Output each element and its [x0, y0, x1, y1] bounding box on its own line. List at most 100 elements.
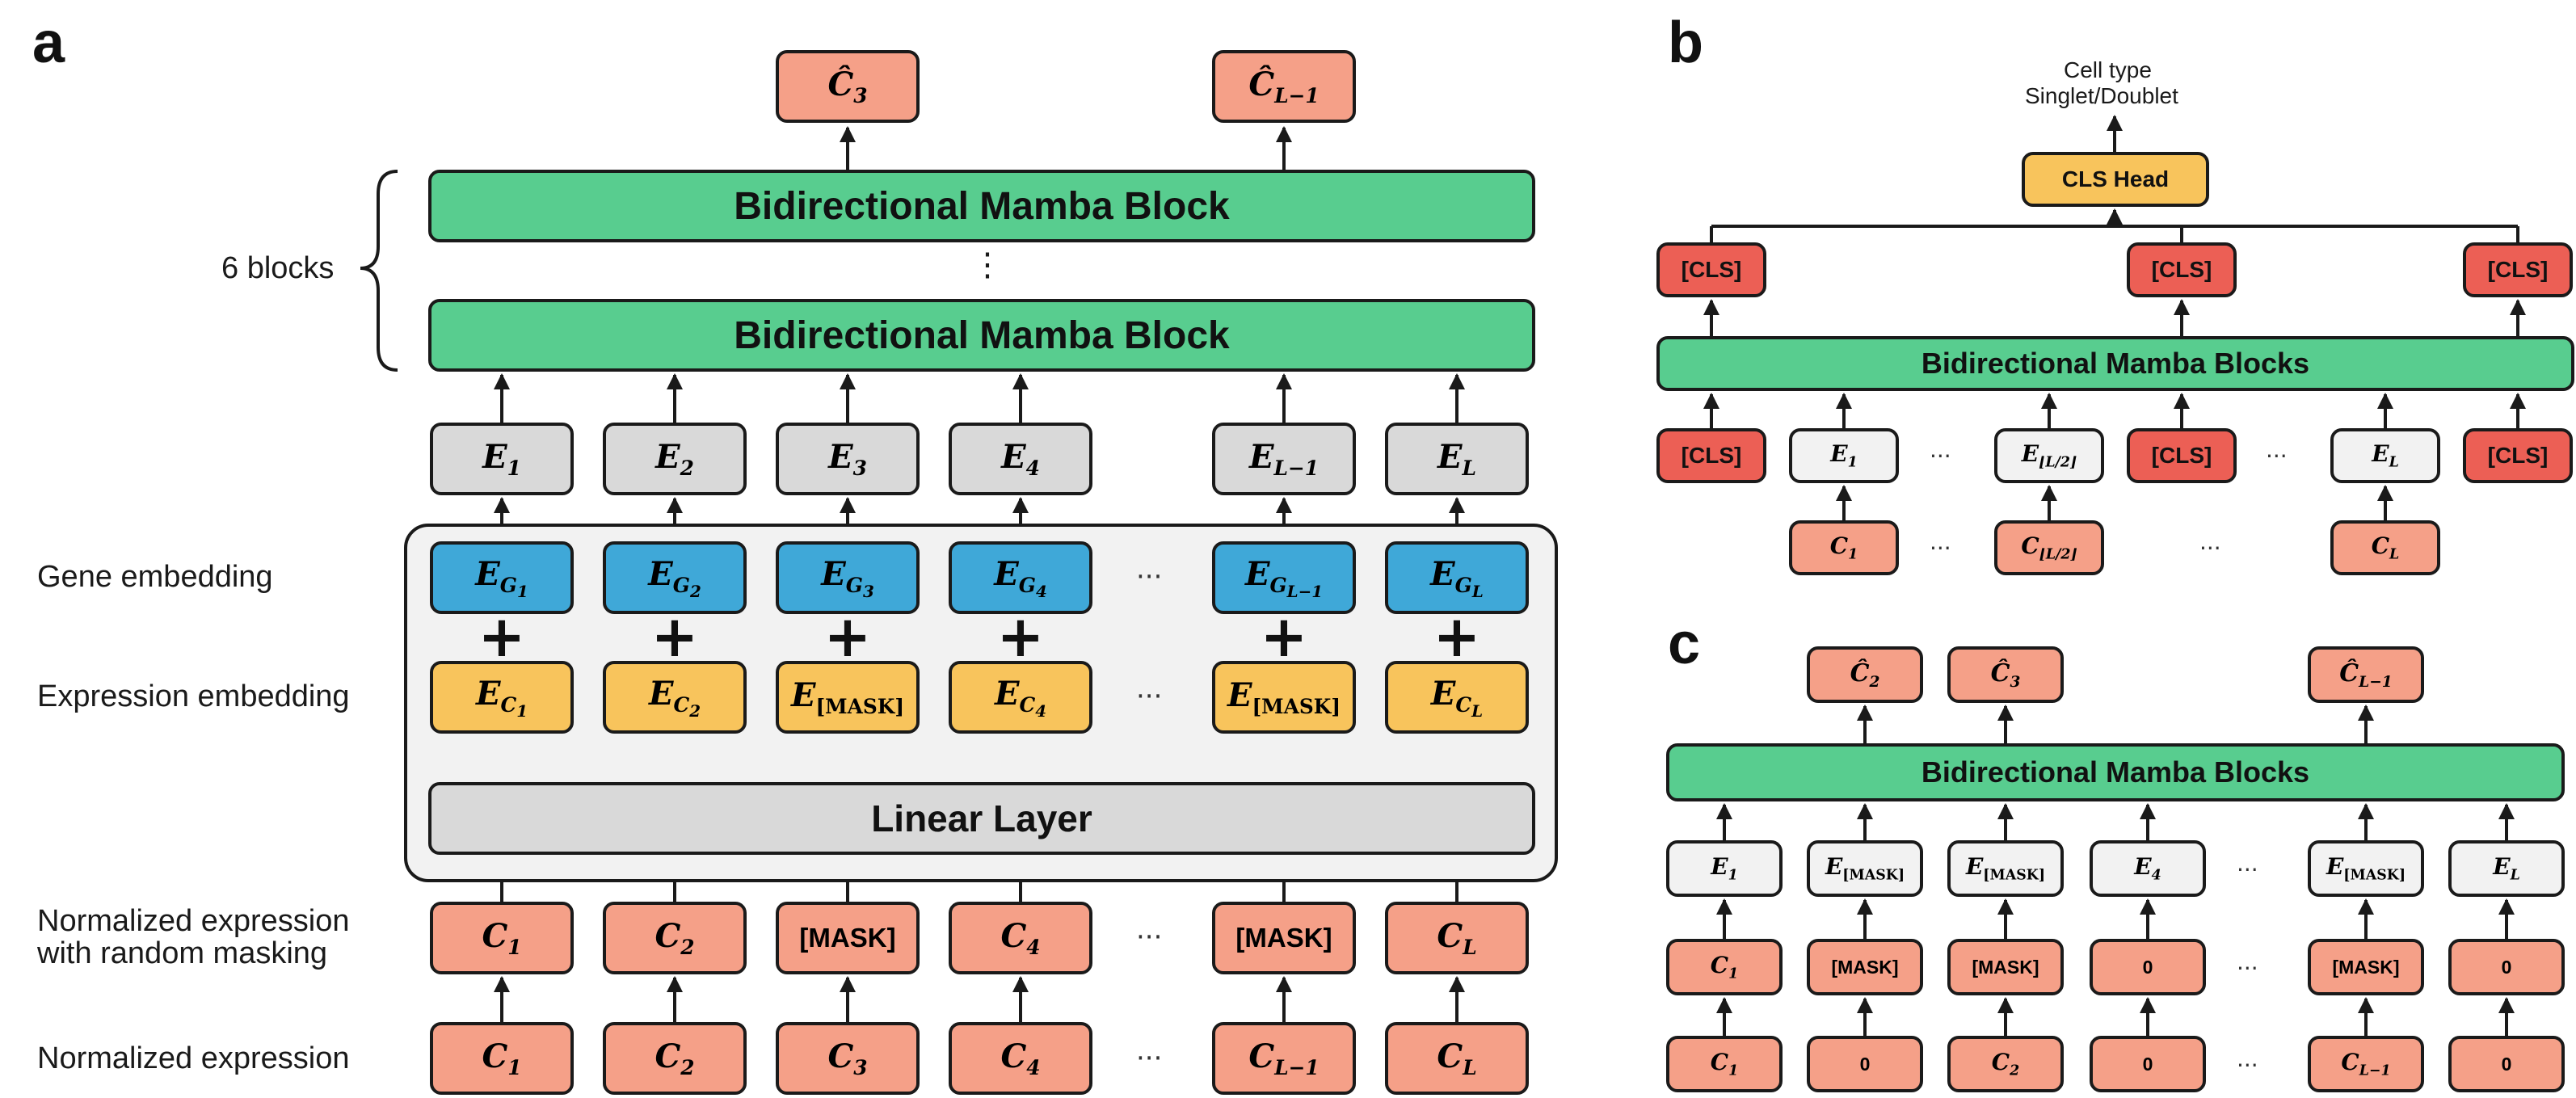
cls-output-token: [CLS]: [2127, 242, 2237, 297]
embedding-token-main: E: [1711, 853, 1728, 881]
output-token: ĈL−1: [2308, 646, 2424, 703]
input-token-main: C: [1710, 1049, 1729, 1076]
input-token-main: 0: [2142, 1053, 2153, 1075]
embedding-token: E3: [776, 423, 920, 495]
normalized-input-token-subscript: 2: [680, 1056, 695, 1079]
masked-input-token-main: [MASK]: [2332, 956, 2400, 978]
output-token: Ĉ3: [1947, 646, 2064, 703]
embedding-token-main: E: [655, 438, 680, 476]
embedding-token-symbol: EL: [2372, 440, 2399, 471]
expression-embedding-token-subscript: [MASK]: [815, 695, 905, 718]
input-token-subscript: 1: [1728, 1062, 1739, 1079]
output-token-symbol: Ĉ2: [1850, 659, 1880, 691]
masked-input-token-main: C: [1710, 952, 1729, 979]
input-token: CL−1: [2308, 1036, 2424, 1092]
panel-a-letter: a: [32, 11, 65, 75]
masked-input-token-main: C: [1000, 917, 1027, 955]
normalized-input-token-main: C: [1437, 1037, 1463, 1075]
expression-embedding-token-subscript: C4: [1019, 692, 1047, 721]
masked-input-token-symbol: [MASK]: [1235, 923, 1332, 953]
ellipsis: ···: [2237, 856, 2258, 883]
input-token: C⌊L/2⌋: [1994, 520, 2104, 575]
output-token-symbol: Ĉ3: [827, 65, 867, 107]
expression-embedding-token: EC1: [430, 661, 574, 734]
mamba-blocks-label: Bidirectional Mamba Blocks: [1921, 347, 2310, 380]
gene-embedding-token-symbol: EG2: [648, 555, 701, 601]
output-label-line1: Cell type: [2064, 57, 2152, 82]
ellipsis: ···: [1930, 443, 1951, 469]
embedding-token-subscript: L: [2510, 867, 2520, 884]
normalized-input-token-main: C: [1000, 1037, 1027, 1075]
ellipsis: ···: [2266, 443, 2288, 469]
masked-input-token-main: 0: [2142, 956, 2153, 978]
masked-input-token: [MASK]: [1947, 939, 2064, 995]
mamba-blocks: Bidirectional Mamba Blocks: [1666, 743, 2565, 801]
normalized-input-token-subscript: L−1: [1274, 1056, 1320, 1079]
ellipsis: ···: [2237, 1052, 2258, 1079]
mamba-block-top-label: Bidirectional Mamba Block: [734, 184, 1230, 228]
expression-embedding-token-subsubscript: 2: [689, 700, 701, 721]
input-token: 0: [2090, 1036, 2206, 1092]
masked-input-token: [MASK]: [1212, 902, 1356, 974]
masked-input-token-symbol: 0: [2143, 957, 2153, 978]
masked-input-token: 0: [2448, 939, 2565, 995]
masked-input-token-symbol: [MASK]: [799, 923, 895, 953]
gene-embedding-token: EG4: [949, 541, 1092, 614]
input-token-symbol: 0: [1860, 1054, 1871, 1075]
normalized-input-token-symbol: CL−1: [1248, 1037, 1319, 1079]
embedding-token: EL: [2330, 428, 2440, 483]
gene-embedding-token: EG1: [430, 541, 574, 614]
masked-input-token-symbol: C4: [1000, 917, 1040, 959]
masked-input-token: [MASK]: [776, 902, 920, 974]
gene-embedding-token: EGL: [1385, 541, 1529, 614]
embedding-token: E1: [1789, 428, 1899, 483]
plus-icon: +: [823, 604, 872, 670]
mamba-blocks-label: Bidirectional Mamba Blocks: [1921, 755, 2310, 789]
input-token: C1: [1666, 1036, 1783, 1092]
embedding-token-subscript: L: [1462, 456, 1476, 480]
gene-embedding-token-subscript: GL−1: [1269, 573, 1324, 601]
expression-embedding-token-subsubscript: L: [1471, 700, 1484, 721]
embedding-token-subscript: 2: [680, 456, 694, 480]
expression-embedding-token: E[MASK]: [1212, 661, 1356, 734]
input-token-subscript: 1: [1848, 546, 1858, 563]
masked-input-token: C1: [430, 902, 574, 974]
normalized-input-token-symbol: C4: [1000, 1037, 1040, 1079]
embedding-token-main: E: [1249, 438, 1274, 476]
normalized-input-token: C2: [603, 1022, 747, 1095]
cls-input-token: [CLS]: [2463, 428, 2573, 483]
output-token-main: Ĉ: [2339, 658, 2359, 688]
output-token-subscript: 3: [853, 84, 868, 107]
embedding-token: EL−1: [1212, 423, 1356, 495]
embedding-token: EL: [1385, 423, 1529, 495]
gene-embedding-token-main: E: [475, 554, 500, 593]
masked-input-token: 0: [2090, 939, 2206, 995]
expression-embedding-token-subscript: [MASK]: [1252, 695, 1341, 718]
ellipsis: ···: [2237, 955, 2258, 982]
gene-embedding-token-symbol: EGL: [1430, 555, 1484, 601]
embedding-token-subscript: 3: [852, 456, 867, 480]
embedding-token-subscript: 4: [1025, 456, 1040, 480]
masked-input-token-symbol: C1: [482, 917, 521, 959]
masked-input-token: [MASK]: [1807, 939, 1923, 995]
cls-output-token: [CLS]: [1656, 242, 1766, 297]
plus-icon: +: [478, 604, 526, 670]
expression-embedding-token-symbol: E[MASK]: [1227, 676, 1341, 718]
gene-embedding-token-subsubscript: 4: [1035, 581, 1047, 601]
embedding-token-main: E: [1965, 853, 1984, 881]
expression-embedding-token-subscript: C2: [673, 692, 701, 721]
gene-embedding-token-subsubscript: L−1: [1286, 581, 1324, 601]
plus-icon: +: [996, 604, 1045, 670]
input-token-main: C: [1991, 1049, 2010, 1076]
embedding-token-main: E: [2021, 440, 2039, 468]
input-token-subscript: 2: [2010, 1062, 2020, 1079]
masked-input-token-main: 0: [2501, 956, 2512, 978]
expression-embedding-token-main: E: [790, 676, 816, 714]
embedding-token-subscript: [MASK]: [2343, 867, 2406, 884]
panel-b-letter: b: [1668, 11, 1703, 75]
embedding-token: E[MASK]: [1947, 840, 2064, 897]
embedding-token: E1: [430, 423, 574, 495]
input-token-main: C: [1829, 532, 1849, 560]
gene-embedding-token-main: E: [1244, 554, 1270, 593]
cls-input-token: [CLS]: [2127, 428, 2237, 483]
